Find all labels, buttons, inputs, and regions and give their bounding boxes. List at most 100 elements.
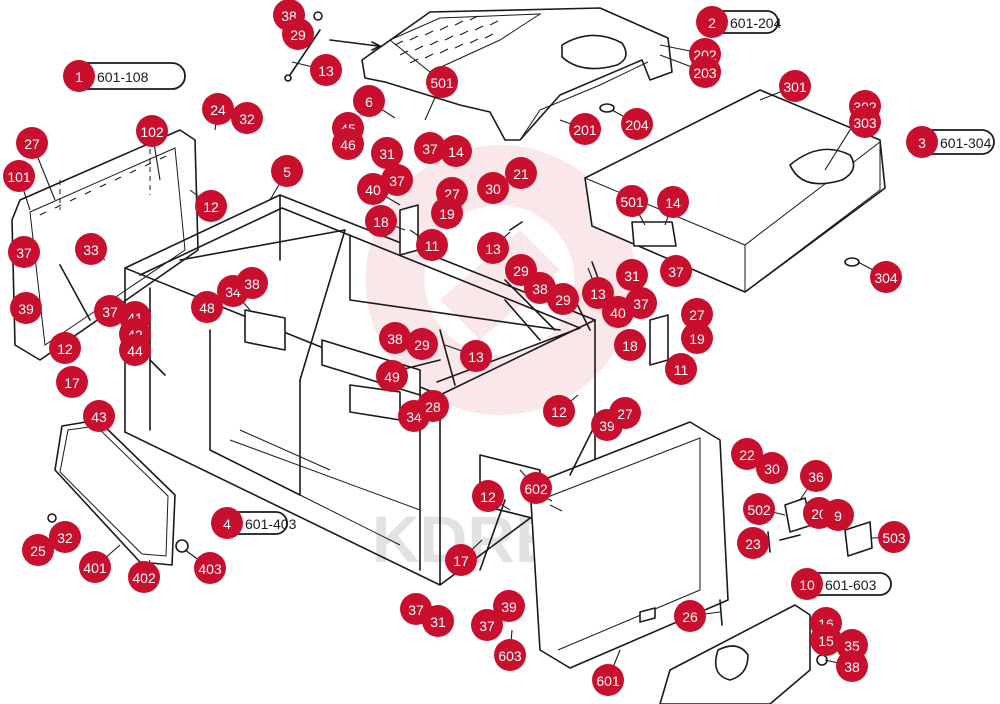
badge-label: 13 [485, 241, 501, 257]
part-badge-5[interactable]: 5 [271, 155, 303, 187]
part-badge-32[interactable]: 32 [231, 102, 263, 134]
part-badge-403[interactable]: 403 [194, 552, 226, 584]
part-badge-46[interactable]: 46 [332, 128, 364, 160]
part-badge-402[interactable]: 402 [128, 561, 160, 593]
part-badge-9[interactable]: 9 [822, 499, 854, 531]
part-badge-30[interactable]: 30 [756, 452, 788, 484]
part-badge-39[interactable]: 39 [10, 292, 42, 324]
badge-circle [365, 205, 397, 237]
part-badge-17[interactable]: 17 [56, 366, 88, 398]
part-badge-18[interactable]: 18 [365, 205, 397, 237]
part-badge-301[interactable]: 301 [779, 70, 811, 102]
part-badge-204[interactable]: 204 [621, 108, 653, 140]
badge-circle [569, 113, 601, 145]
part-badge-14[interactable]: 14 [657, 186, 689, 218]
part-badge-32[interactable]: 32 [49, 521, 81, 553]
part-badge-37[interactable]: 37 [471, 609, 503, 641]
part-badge-37[interactable]: 37 [625, 287, 657, 319]
badge-circle [849, 106, 881, 138]
badge-label: 28 [425, 399, 441, 415]
part-badge-11[interactable]: 11 [665, 353, 697, 385]
part-badge-502[interactable]: 502 [743, 493, 775, 525]
part-badge-29[interactable]: 29 [547, 283, 579, 315]
part-badge-38[interactable]: 38 [836, 650, 868, 682]
part-badge-12[interactable]: 12 [543, 395, 575, 427]
part-badge-401[interactable]: 401 [79, 551, 111, 583]
badge-circle [310, 54, 342, 86]
part-badge-28[interactable]: 28 [417, 390, 449, 422]
part-badge-48[interactable]: 48 [191, 291, 223, 323]
part-badge-11[interactable]: 11 [416, 229, 448, 261]
part-badge-31[interactable]: 31 [422, 605, 454, 637]
part-badge-27[interactable]: 27 [681, 298, 713, 330]
part-badge-36[interactable]: 36 [800, 460, 832, 492]
part-badge-37[interactable]: 37 [381, 164, 413, 196]
part-badge-44[interactable]: 44 [119, 334, 151, 366]
part-badge-19[interactable]: 19 [681, 322, 713, 354]
part-badge-21[interactable]: 21 [505, 157, 537, 189]
part-badge-18[interactable]: 18 [614, 329, 646, 361]
part-badge-12[interactable]: 12 [49, 332, 81, 364]
part-badge-501[interactable]: 501 [426, 66, 458, 98]
part-badge-14[interactable]: 14 [440, 135, 472, 167]
part-badge-30[interactable]: 30 [477, 172, 509, 204]
part-badge-25[interactable]: 25 [22, 534, 54, 566]
part-badge-29[interactable]: 29 [282, 18, 314, 50]
reference-badge [906, 126, 938, 158]
part-badge-17[interactable]: 17 [445, 544, 477, 576]
part-badge-31[interactable]: 31 [616, 259, 648, 291]
part-badge-29[interactable]: 29 [406, 328, 438, 360]
badge-label: 37 [422, 141, 438, 157]
part-badge-12[interactable]: 12 [195, 190, 227, 222]
part-badge-31[interactable]: 31 [371, 137, 403, 169]
part-badge-26[interactable]: 26 [674, 600, 706, 632]
reference-number: 10 [799, 577, 815, 593]
part-badge-24[interactable]: 24 [202, 93, 234, 125]
part-badge-38[interactable]: 38 [236, 267, 268, 299]
badge-label: 503 [882, 530, 906, 546]
part-badge-49[interactable]: 49 [376, 360, 408, 392]
badge-label: 37 [102, 304, 118, 320]
part-badge-603[interactable]: 603 [494, 639, 526, 671]
part-badge-37[interactable]: 37 [414, 132, 446, 164]
part-badge-13[interactable]: 13 [477, 232, 509, 264]
part-badge-27[interactable]: 27 [16, 127, 48, 159]
part-badge-22[interactable]: 22 [731, 438, 763, 470]
part-badge-33[interactable]: 33 [75, 233, 107, 265]
part-badge-19[interactable]: 19 [431, 197, 463, 229]
badge-circle [616, 185, 648, 217]
part-badge-12[interactable]: 12 [472, 480, 504, 512]
part-badge-43[interactable]: 43 [83, 400, 115, 432]
part-badge-40[interactable]: 40 [357, 173, 389, 205]
part-badge-13[interactable]: 13 [310, 54, 342, 86]
part-badge-13[interactable]: 13 [582, 277, 614, 309]
part-badge-101[interactable]: 101 [3, 160, 35, 192]
part-badge-102[interactable]: 102 [136, 115, 168, 147]
part-badge-27[interactable]: 27 [609, 397, 641, 429]
part-badge-23[interactable]: 23 [737, 527, 769, 559]
part-badge-15[interactable]: 15 [810, 624, 842, 656]
part-number-badges: 3829132022035016454620120430130230324321… [3, 0, 910, 696]
part-badge-6[interactable]: 6 [353, 85, 385, 117]
part-badge-37[interactable]: 37 [8, 236, 40, 268]
part-badge-304[interactable]: 304 [870, 261, 902, 293]
badge-circle [379, 322, 411, 354]
part-badge-37[interactable]: 37 [660, 255, 692, 287]
badge-label: 203 [693, 65, 717, 81]
part-badge-13[interactable]: 13 [460, 340, 492, 372]
part-badge-503[interactable]: 503 [878, 521, 910, 553]
part-badge-201[interactable]: 201 [569, 113, 601, 145]
part-badge-203[interactable]: 203 [689, 56, 721, 88]
part-badge-37[interactable]: 37 [94, 295, 126, 327]
part-badge-38[interactable]: 38 [379, 322, 411, 354]
part-badge-303[interactable]: 303 [849, 106, 881, 138]
part-badge-601[interactable]: 601 [592, 664, 624, 696]
part-badge-602[interactable]: 602 [520, 472, 552, 504]
part-badge-39[interactable]: 39 [493, 590, 525, 622]
part-badge-501[interactable]: 501 [616, 185, 648, 217]
